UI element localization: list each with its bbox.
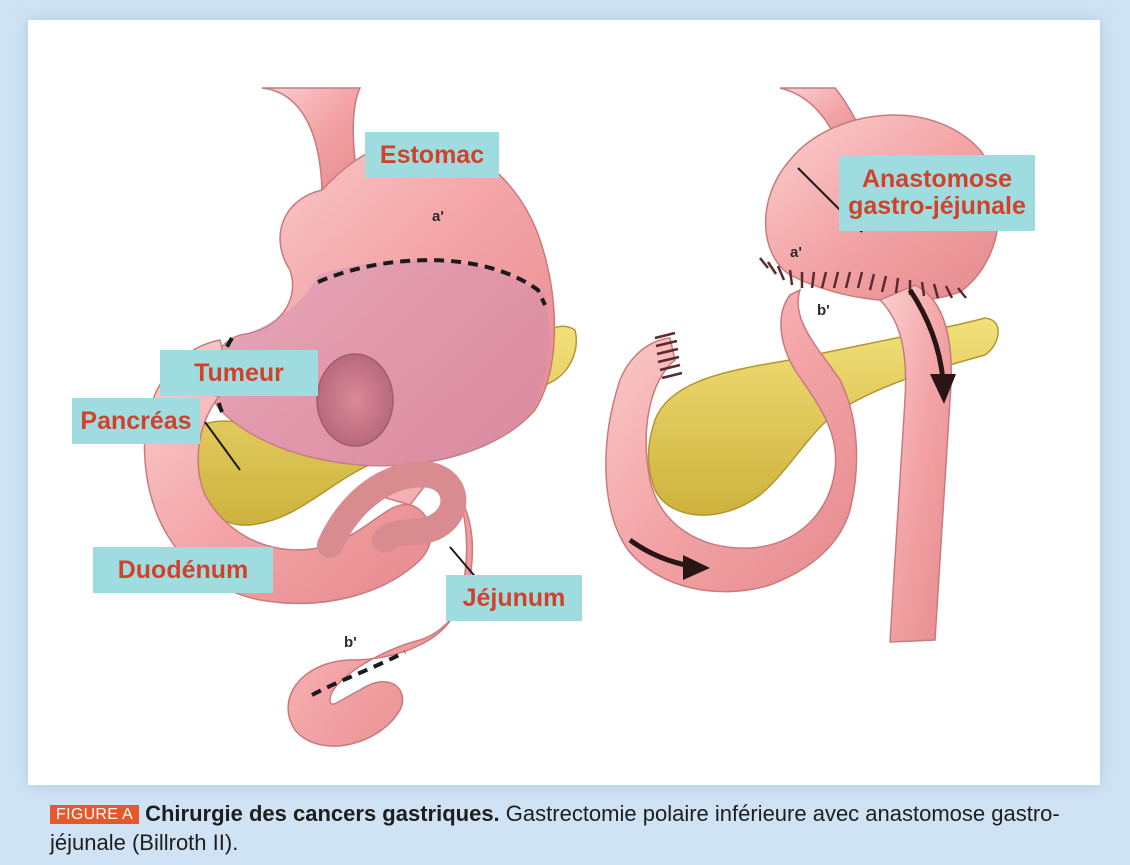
marker-a-prime-right: a' xyxy=(790,244,802,261)
label-duodenum: Duodénum xyxy=(93,547,273,593)
caption-title: Chirurgie des cancers gastriques. xyxy=(145,801,500,826)
figure-badge: FIGURE A xyxy=(50,805,139,824)
figure-caption: FIGURE A Chirurgie des cancers gastriques… xyxy=(50,800,1100,857)
label-anastomose-line1: Anastomose xyxy=(862,166,1012,193)
label-pancreas: Pancréas xyxy=(72,398,200,444)
label-tumeur: Tumeur xyxy=(160,350,318,396)
tumor xyxy=(317,354,393,446)
left-diagram xyxy=(144,88,576,746)
label-jejunum: Jéjunum xyxy=(446,575,582,621)
label-estomac: Estomac xyxy=(365,132,499,178)
marker-b-prime-right: b' xyxy=(817,302,830,319)
label-anastomose: Anastomose gastro-jéjunale xyxy=(839,155,1035,231)
marker-a-prime-left: a' xyxy=(432,208,444,225)
marker-b-prime-left: b' xyxy=(344,634,357,651)
label-anastomose-line2: gastro-jéjunale xyxy=(848,193,1026,220)
